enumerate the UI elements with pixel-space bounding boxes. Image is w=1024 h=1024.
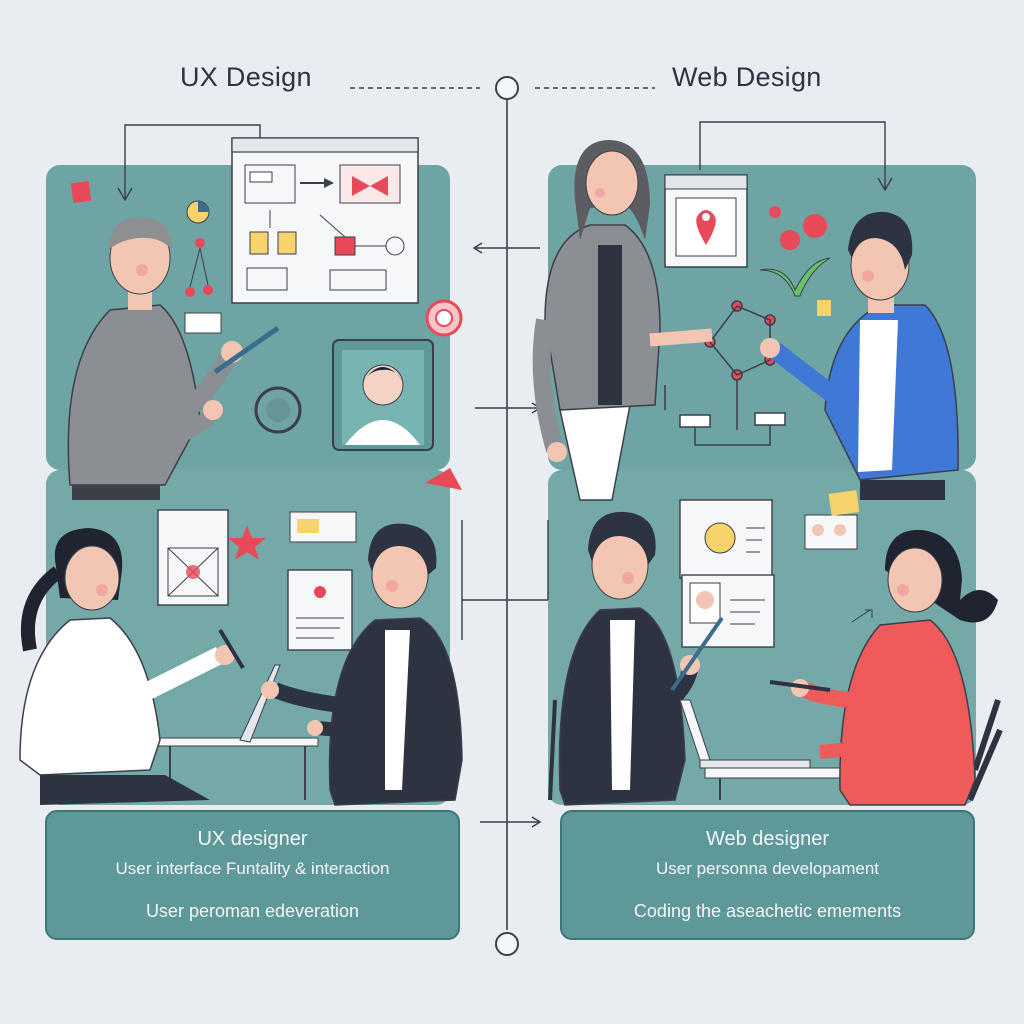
web-woman-coral — [704, 529, 1003, 806]
web-card-line2: Coding the aseachetic emements — [633, 901, 902, 921]
ux-card-title: UX designer — [197, 828, 308, 850]
ux-sketch-documents — [157, 509, 357, 651]
web-man-pencil — [548, 511, 811, 806]
web-browser-window — [664, 174, 748, 268]
web-card-title: Web designer — [705, 828, 830, 850]
target-icon — [425, 299, 463, 337]
heading-web-design: Web Design — [672, 62, 822, 92]
ux-card-line1: User interface Funtality & interaction — [115, 859, 390, 878]
ux-wireframe-board — [231, 137, 419, 304]
web-woman-standing — [532, 140, 713, 501]
web-man-blue-cardigan — [760, 211, 959, 500]
timeline-node-bottom — [495, 932, 519, 956]
ux-card-line2: User peroman edeveration — [145, 901, 360, 921]
ux-woman-sketching — [19, 528, 319, 805]
web-card-line1: User personna developament — [655, 859, 880, 878]
web-bracket-connector — [699, 121, 886, 190]
web-profile-documents — [679, 490, 873, 648]
ux-man-laptop — [239, 523, 463, 806]
persona-card — [332, 339, 434, 451]
heading-ux-design: UX Design — [180, 62, 312, 92]
web-designer-card: Web designer User personna developament … — [560, 810, 975, 940]
ux-man-presenting — [67, 217, 280, 500]
ux-bracket-connector — [124, 124, 261, 200]
timeline-node-top — [495, 76, 519, 100]
ux-designer-card: UX designer User interface Funtality & i… — [45, 810, 460, 940]
middle-connectors — [461, 242, 549, 828]
flower-decoration — [759, 206, 831, 316]
network-diagram — [664, 300, 786, 446]
